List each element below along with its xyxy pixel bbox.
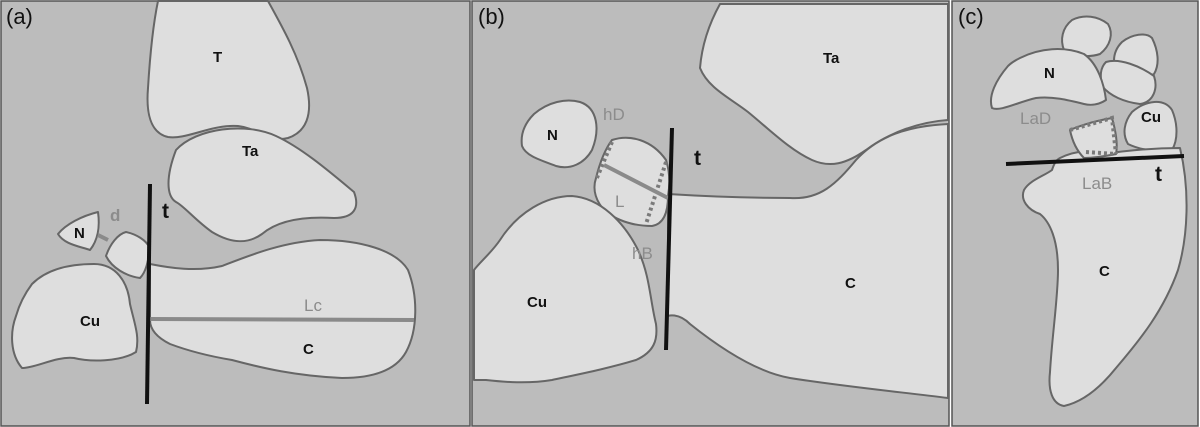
panel-a-label-navicular: N (74, 225, 85, 242)
panel-c-bone-cuneiform-1 (1061, 15, 1112, 58)
panel-b-measure-hd-line (594, 141, 614, 181)
panel-a-bone-tibia (146, 0, 311, 140)
panel-a-bone-navicular (57, 211, 100, 251)
panel-c-label-navicular: N (1044, 65, 1055, 82)
panel-c-t-line (1005, 154, 1185, 166)
panel-a-label-cuboid: Cu (80, 313, 100, 330)
panel-b-bone-calcaneus (667, 123, 949, 399)
panel-b-label-navicular: N (547, 127, 558, 144)
panel-a-t-line (145, 183, 152, 405)
panel-a-tag: (a) (6, 4, 33, 29)
panel-a-label-tibia: T (213, 49, 222, 66)
panel-b-label-t: t (694, 147, 701, 170)
panel-a-bone-cuboid (11, 263, 139, 369)
panel-b-bone-navicular (520, 99, 598, 169)
panel-b-label-talus: Ta (823, 50, 840, 67)
panel-a-bone-talus (167, 127, 358, 243)
panel-c-label-cuboid: Cu (1141, 109, 1161, 126)
panel-b-tag: (b) (478, 4, 505, 29)
panel-a-label-lc: Lc (304, 296, 322, 315)
panel-a-measure-d-line (97, 233, 109, 242)
panel-a: (a) T Ta N Cu C d Lc t (0, 0, 471, 427)
panel-b: (b) Ta N Cu C hD L hB t (471, 0, 950, 427)
panel-c-measure-lab-line (1085, 150, 1117, 156)
panel-b-label-l: L (615, 192, 624, 211)
panel-c-label-lad: LaD (1020, 109, 1051, 128)
panel-a-label-calcaneus: C (303, 341, 314, 358)
panel-c-measure-lad-line (1069, 115, 1118, 155)
panel-b-t-line (664, 127, 674, 351)
panel-b-bone-cuboid (473, 195, 658, 384)
panel-c-bone-navicular (990, 48, 1107, 110)
panel-c-tag: (c) (958, 4, 984, 29)
panel-c-label-t: t (1155, 163, 1162, 186)
panel-a-label-d: d (110, 206, 120, 225)
panel-a-bone-calcaneus (149, 239, 417, 379)
panel-b-label-hb: hB (632, 244, 653, 263)
panel-a-measure-lc-line (149, 317, 415, 322)
panel-b-label-calcaneus: C (845, 275, 856, 292)
panel-c-label-calcaneus: C (1099, 263, 1110, 280)
panel-b-label-hd: hD (603, 105, 625, 124)
panel-b-measure-l-line (603, 163, 669, 200)
panel-c-label-lab: LaB (1082, 174, 1112, 193)
panel-a-label-t: t (162, 200, 169, 223)
panel-a-label-talus: Ta (242, 143, 259, 160)
panel-c: (c) N Cu C LaD LaB t (951, 0, 1199, 427)
panel-c-bone-calcaneus (1022, 147, 1188, 407)
panel-b-label-cuboid: Cu (527, 294, 547, 311)
